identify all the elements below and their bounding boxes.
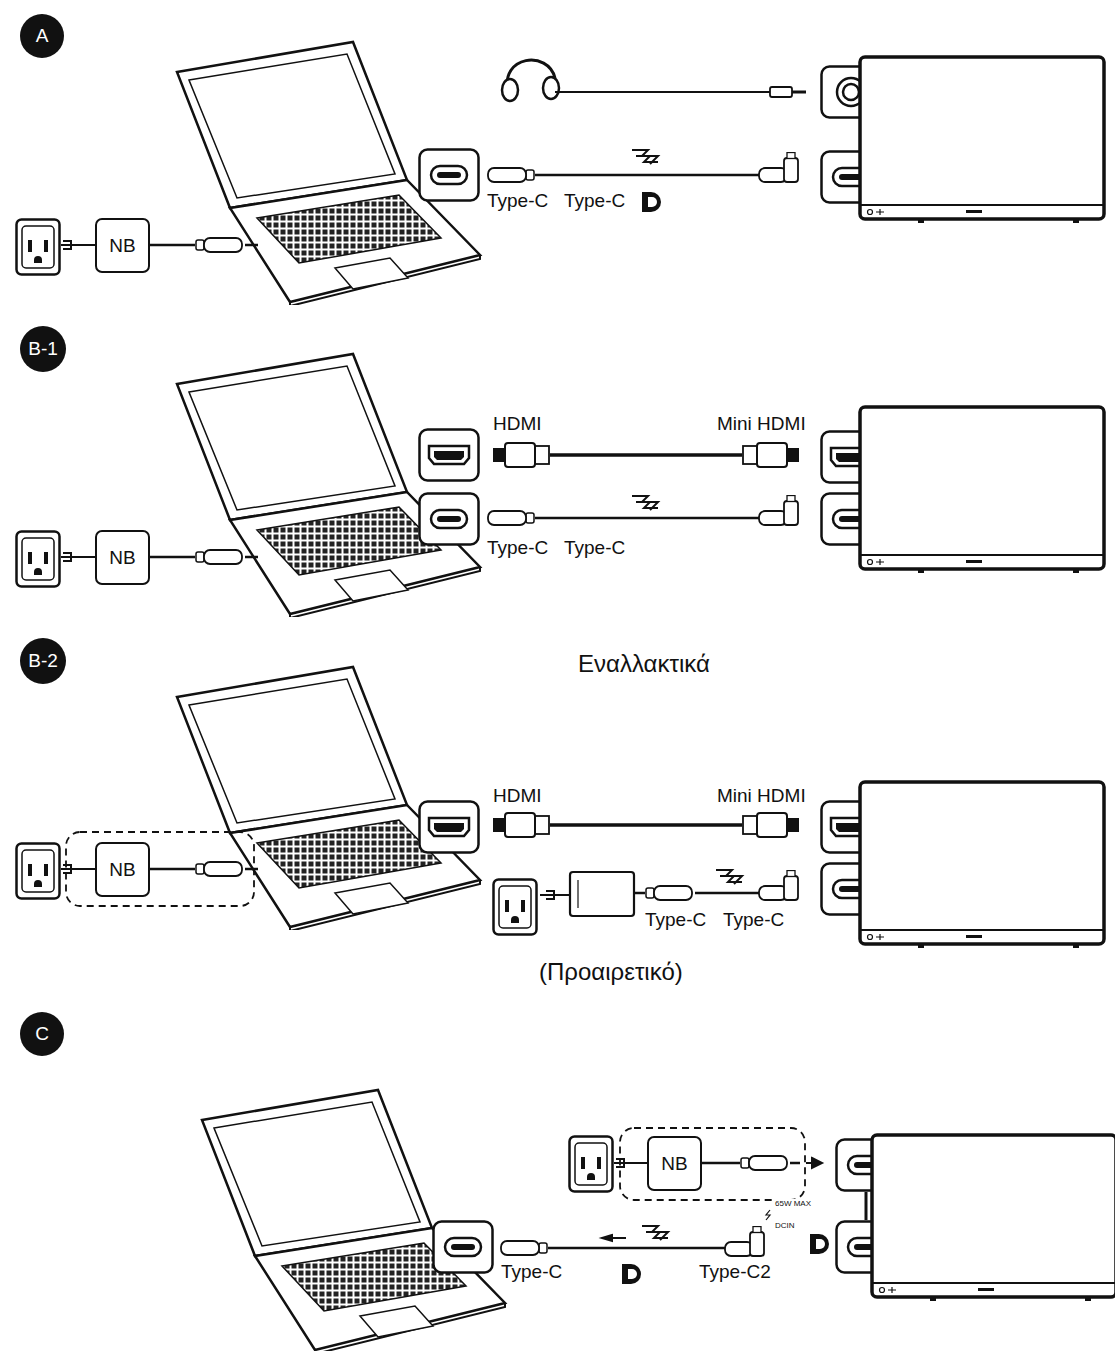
cable-label: Type-C	[563, 537, 626, 559]
section-badge: B-1	[20, 326, 66, 372]
cable-label: Type-C	[644, 909, 707, 931]
cable-label: Type-C	[486, 190, 549, 212]
node-text: B-1	[28, 338, 58, 360]
section-b1	[17, 354, 1105, 618]
section-badge: C	[20, 1012, 64, 1056]
node-text: A	[36, 25, 49, 47]
cable-label: HDMI	[492, 785, 543, 807]
node-text: NB	[661, 1153, 687, 1175]
cable-label: Type-C	[722, 909, 785, 931]
cable-label: (Προαιρετικό)	[538, 958, 684, 986]
node-text: NB	[109, 859, 135, 881]
port-rating: 65W MAX	[774, 1199, 812, 1208]
node-text: NB	[109, 547, 135, 569]
section-c	[202, 1090, 1115, 1351]
section-badge: A	[20, 14, 64, 58]
cable-label: Type-C	[486, 537, 549, 559]
adapter-box: NB	[647, 1136, 702, 1191]
port-rating: DCIN	[774, 1221, 796, 1230]
adapter-box: NB	[95, 218, 150, 273]
cable-label: Type-C2	[698, 1261, 772, 1283]
cable-label: Mini HDMI	[716, 413, 807, 435]
node-text: NB	[109, 235, 135, 257]
cable-label: Type-C	[563, 190, 626, 212]
adapter-box: NB	[95, 530, 150, 585]
section-a	[17, 42, 1105, 306]
section-badge: B-2	[20, 638, 66, 684]
node-text: C	[35, 1023, 49, 1045]
cable-label: Mini HDMI	[716, 785, 807, 807]
cable-label: HDMI	[492, 413, 543, 435]
adapter-box: NB	[95, 842, 150, 897]
cable-label: Type-C	[500, 1261, 563, 1283]
cable-label: Εναλλακτικά	[577, 650, 711, 678]
section-b2	[17, 667, 1105, 948]
node-text: B-2	[28, 650, 58, 672]
